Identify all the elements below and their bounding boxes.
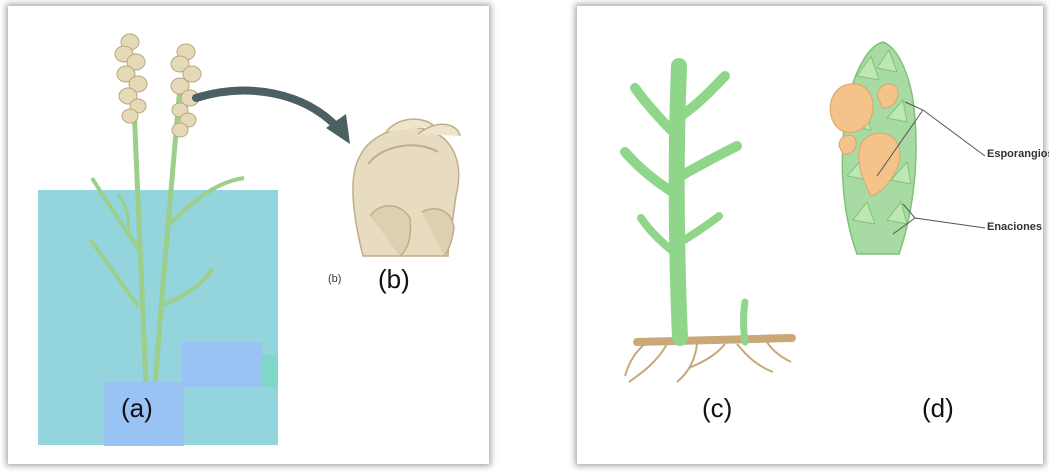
panel-right: Esporangios Enaciones (c) (d)	[577, 6, 1043, 464]
blue-overlay-box-upper	[182, 342, 262, 387]
callout-sporangia: Esporangios	[987, 148, 1049, 160]
sporangium-detail-b	[8, 6, 489, 464]
teal-overlay-sliver	[262, 355, 278, 387]
callout-lines	[577, 6, 1043, 464]
label-b-small: (b)	[328, 273, 341, 285]
label-a: (a)	[121, 393, 153, 424]
label-c: (c)	[702, 393, 732, 424]
callout-enations: Enaciones	[987, 221, 1042, 233]
label-d: (d)	[922, 393, 954, 424]
label-b: (b)	[378, 264, 410, 295]
panel-left: (a) (b) (b)	[8, 6, 489, 464]
